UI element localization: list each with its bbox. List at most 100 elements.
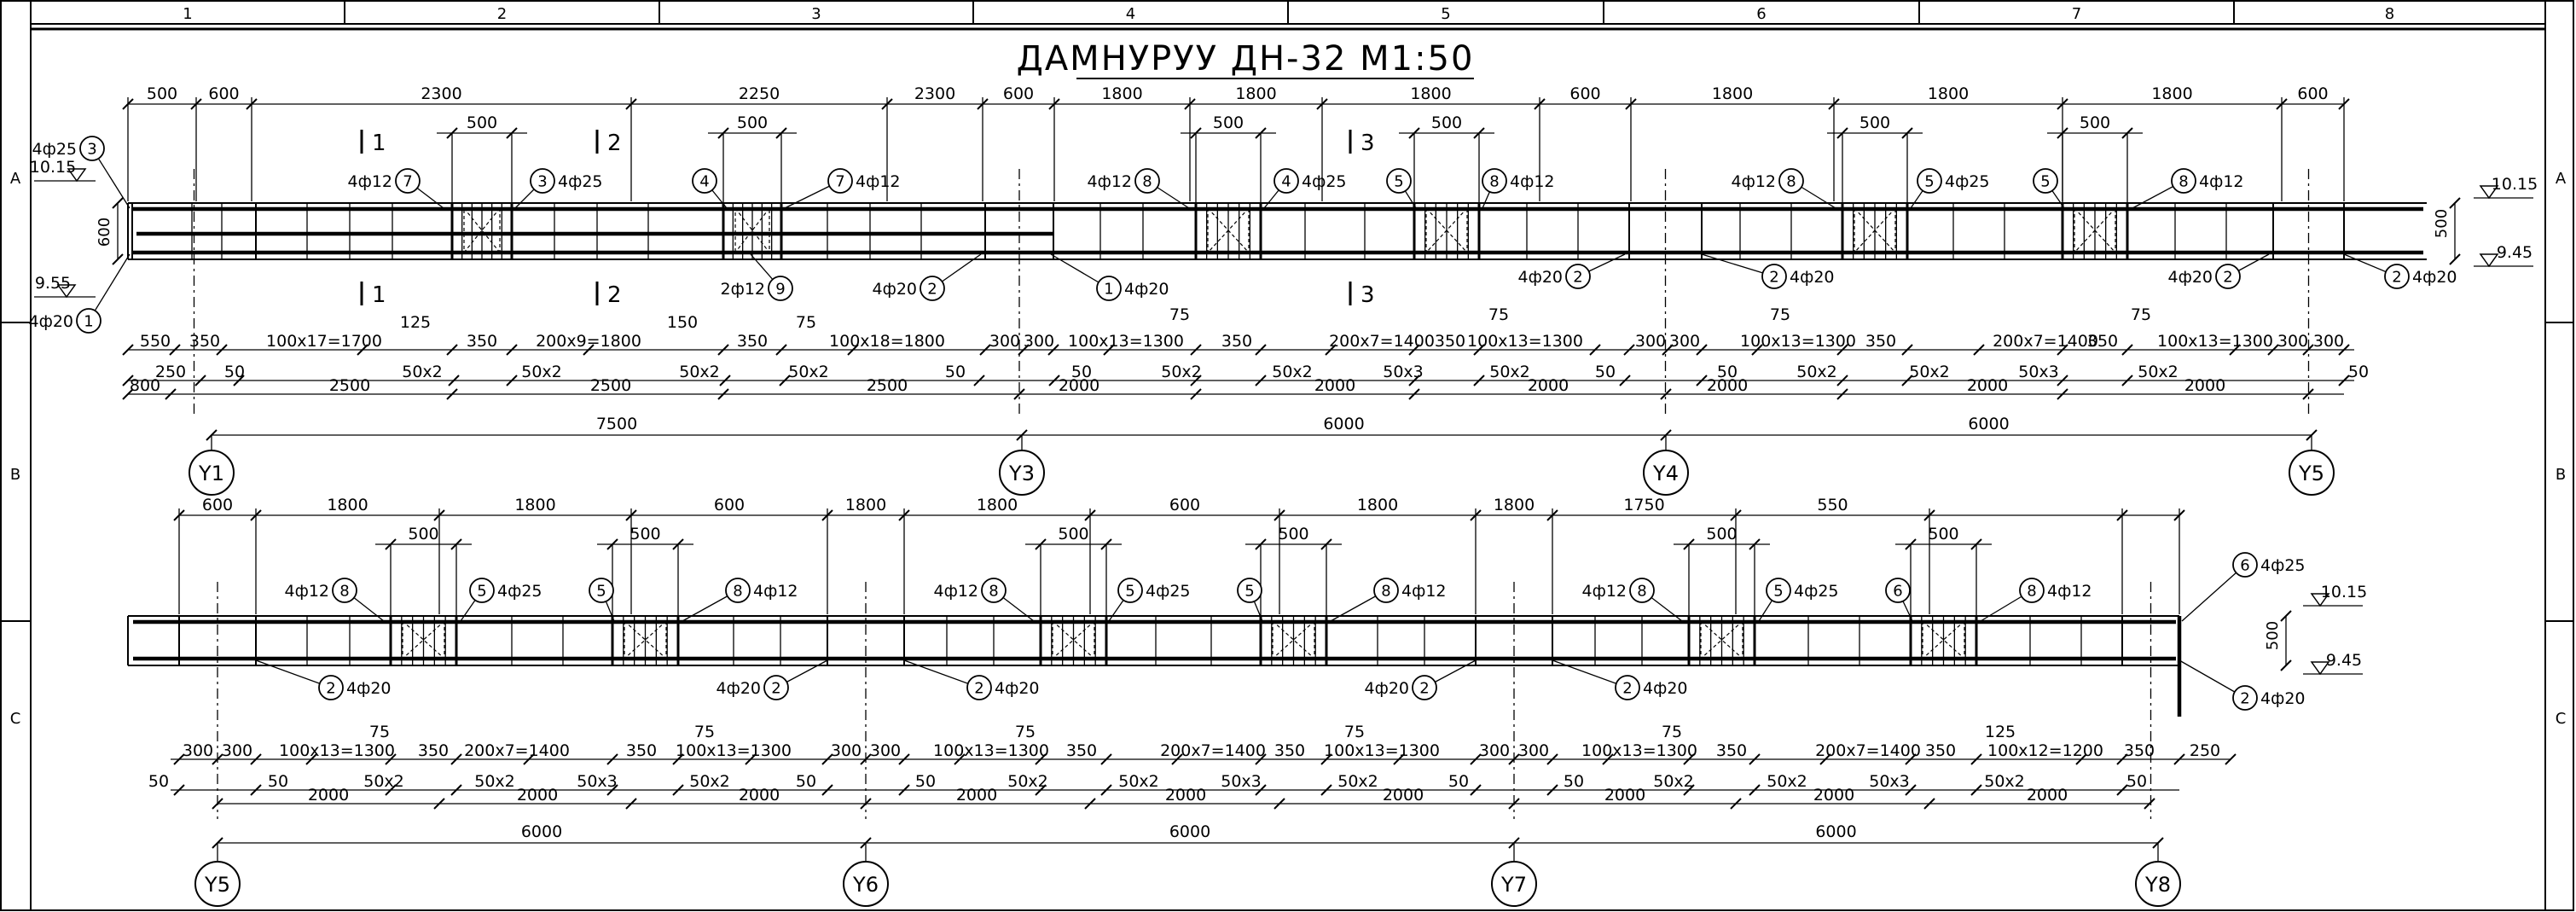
bar-callout-text: 2ф12 (720, 280, 765, 299)
bar-callout-text: 4ф12 (1401, 582, 1447, 601)
axis-label: Y6 (852, 873, 879, 897)
dimension-label: 100x17=1700 (266, 332, 382, 351)
dimension-label: 1800 (1357, 496, 1398, 514)
drawing-title: ДАМНУРУУ ДН-32 М1:50 (1017, 39, 1475, 78)
column-zone-label: 7 (2072, 5, 2081, 23)
axis-bubble (2289, 450, 2335, 496)
dimension-label: 1800 (1101, 84, 1142, 103)
section-mark: 2 (607, 131, 622, 156)
bar-callout-text: 4ф12 (856, 172, 901, 191)
dimension-label: 300 (222, 741, 252, 760)
level-marker (67, 168, 87, 183)
bar-callout-text: 4ф20 (2167, 268, 2213, 287)
dimension-label: 2000 (1967, 376, 2008, 395)
bar-number-circle (2232, 552, 2258, 578)
bar-number: 5 (596, 582, 606, 600)
bar-callout-text: 4ф25 (32, 140, 77, 159)
dimension-label: 6000 (1815, 822, 1856, 841)
bar-callout-text: 4ф20 (872, 280, 917, 299)
dimension-label: 200x9=1800 (536, 332, 641, 351)
bar-number-circle (725, 578, 751, 603)
dimension-label: 2000 (1314, 376, 1355, 395)
dimension-label: 300 (1518, 741, 1549, 760)
bar-callout-text: 4ф12 (2047, 582, 2092, 601)
bar-callout-text: 4ф20 (1643, 679, 1688, 698)
axis-bubble (999, 450, 1045, 496)
dimension-label: 50x2 (1118, 772, 1159, 791)
axis-label: Y1 (198, 462, 224, 485)
dimension-label: 100x13=1300 (1581, 741, 1697, 760)
bar-number-circle (1778, 168, 1804, 194)
bar-number-circle (1386, 168, 1412, 194)
dimension-label: 1800 (2151, 84, 2192, 103)
dimension-label: 50x3 (577, 772, 618, 791)
dimension-label: 1800 (1494, 496, 1535, 514)
dimension-label: 75 (1169, 305, 1190, 324)
axis-bubble (189, 450, 235, 496)
dimension-label: 500 (629, 525, 660, 543)
dimension-label: 1800 (327, 496, 368, 514)
bar-number-circle (920, 276, 945, 301)
dimension-label: 50 (1448, 772, 1469, 791)
dimension-label: 1800 (1235, 84, 1276, 103)
dimension-label: 6000 (1968, 415, 2009, 433)
dimension-label: 2000 (739, 786, 780, 805)
dimension-label: 50 (2348, 363, 2369, 381)
dimension-label: 500 (1431, 113, 1462, 132)
dimension-label: 100x13=1300 (279, 741, 395, 760)
bar-number: 2 (927, 280, 937, 298)
bar-number: 8 (1637, 582, 1646, 600)
dimension-label: 350 (1435, 332, 1465, 351)
axis-label: Y4 (1652, 462, 1679, 485)
bar-callout-text: 4ф12 (753, 582, 798, 601)
dimension-label: 2000 (1528, 376, 1569, 395)
axis-label: Y8 (2144, 873, 2171, 897)
dimension-label: 2500 (329, 376, 370, 395)
bar-number: 4 (699, 172, 709, 190)
dimension-label: 600 (714, 496, 745, 514)
dimension-label: 300 (831, 741, 862, 760)
dimension-label: 50x2 (1796, 363, 1837, 381)
bar-callout-text: 4ф20 (1517, 268, 1563, 287)
dimension-label: 150 (667, 313, 698, 332)
dimension-label: 50x2 (363, 772, 404, 791)
row-zone-label: B (2556, 466, 2566, 484)
dimension-label: 75 (1344, 723, 1365, 741)
dimension-label: 50x2 (689, 772, 730, 791)
bar-callout-text: 4ф25 (1945, 172, 1990, 191)
dimension-label: 800 (130, 376, 160, 395)
bar-number: 7 (403, 172, 412, 190)
dimension-label: 50x2 (1161, 363, 1202, 381)
bar-number-circle (1766, 578, 1791, 603)
dimension-label: 500 (1859, 113, 1890, 132)
dimension-label: 2250 (739, 84, 780, 103)
dimension-label: 50x2 (474, 772, 515, 791)
bar-number-circle (530, 168, 555, 194)
bar-number: 5 (1394, 172, 1403, 190)
dimension-label: 7500 (596, 415, 637, 433)
dimension-label: 2000 (1707, 376, 1748, 395)
dimension-label: 600 (2297, 84, 2328, 103)
axis-label: Y7 (1500, 873, 1527, 897)
dimension-label: 600 (1169, 496, 1200, 514)
dimension-label: 50 (796, 772, 816, 791)
dimension-label: 350 (1716, 741, 1747, 760)
dimension-label: 1800 (1712, 84, 1753, 103)
dimension-label: 2500 (590, 376, 631, 395)
bar-number-circle (827, 168, 853, 194)
dimension-label: 2500 (867, 376, 908, 395)
dimension-label: 50 (915, 772, 936, 791)
dimension-label: 500 (1928, 525, 1958, 543)
bar-callout-text: 4ф20 (346, 679, 392, 698)
bar-callout-text: 4ф12 (933, 582, 978, 601)
dimension-label: 2000 (308, 786, 349, 805)
dimension-label: 2000 (1813, 786, 1854, 805)
stirrup-zone (1272, 620, 1315, 659)
dimension-label: 2000 (1383, 786, 1424, 805)
bar-number-circle (1237, 578, 1262, 603)
dimension-label: 50x3 (1221, 772, 1262, 791)
level-label: 9.45 (2326, 651, 2362, 670)
bar-callout-text: 4ф20 (716, 679, 761, 698)
